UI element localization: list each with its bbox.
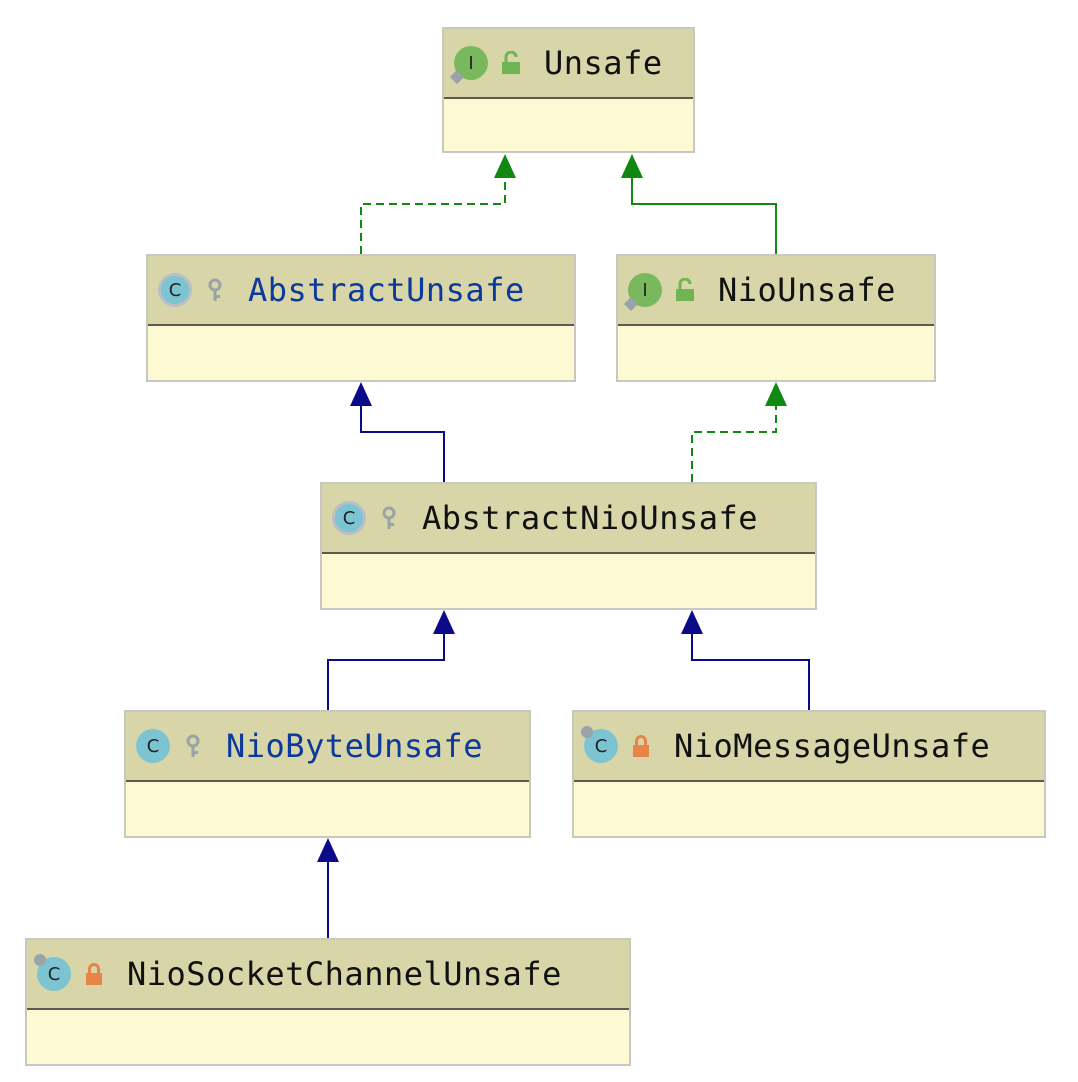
class-name: AbstractUnsafe (248, 271, 525, 309)
arrowhead-abstract-nio-unsafe (433, 610, 455, 634)
class-header: I NioUnsafe (618, 256, 934, 326)
interface-icon: I (449, 46, 488, 85)
class-box-nio-byte-unsafe[interactable]: C NioByteUnsafe (124, 710, 531, 838)
edge-nio-unsafe-to-unsafe (631, 158, 777, 254)
inner-class-icon (34, 954, 46, 966)
pin-icon (449, 69, 465, 85)
arrowhead-unsafe (494, 154, 516, 178)
arrowhead-abstract-unsafe (350, 382, 372, 406)
class-icon: C (34, 954, 71, 991)
interface-icon: I (623, 273, 662, 312)
lock-icon (83, 962, 105, 986)
class-icon: C (136, 729, 170, 763)
class-box-nio-message-unsafe[interactable]: C NioMessageUnsafe (572, 710, 1046, 838)
edge-abstract-nio-unsafe-to-abstract-unsafe (360, 386, 445, 482)
class-box-nio-unsafe[interactable]: I NioUnsafe (616, 254, 936, 382)
class-box-abstract-nio-unsafe[interactable]: C AbstractNioUnsafe (320, 482, 817, 610)
arrowhead-abstract-nio-unsafe (681, 610, 703, 634)
unlock-icon (500, 50, 522, 75)
key-icon (378, 506, 400, 530)
key-icon (182, 734, 204, 758)
edge-abstract-nio-unsafe-to-nio-unsafe (691, 386, 777, 482)
class-name: NioByteUnsafe (226, 727, 483, 765)
key-icon (204, 278, 226, 302)
class-box-abstract-unsafe[interactable]: C AbstractUnsafe (146, 254, 576, 382)
inner-class-icon (581, 726, 593, 738)
class-name: NioUnsafe (718, 271, 896, 309)
class-name: AbstractNioUnsafe (422, 499, 759, 537)
class-name: Unsafe (544, 44, 663, 82)
class-icon: C (158, 273, 192, 307)
class-header: C AbstractNioUnsafe (322, 484, 815, 554)
arrowhead-nio-unsafe (765, 382, 787, 406)
class-header: I Unsafe (444, 29, 693, 99)
class-header: C NioSocketChannelUnsafe (27, 940, 629, 1010)
class-header: C NioByteUnsafe (126, 712, 529, 782)
class-box-nio-socket-channel-unsafe[interactable]: C NioSocketChannelUnsafe (25, 938, 631, 1066)
class-header: C AbstractUnsafe (148, 256, 574, 326)
pin-icon (623, 296, 639, 312)
class-name: NioSocketChannelUnsafe (127, 955, 562, 993)
arrowhead-nio-byte-unsafe (317, 838, 339, 862)
class-icon: C (332, 501, 366, 535)
edge-nio-message-unsafe-to-abstract-nio-unsafe (691, 614, 810, 710)
unlock-icon (674, 277, 696, 302)
arrowhead-unsafe (621, 154, 643, 178)
class-box-unsafe[interactable]: I Unsafe (442, 27, 695, 153)
class-header: C NioMessageUnsafe (574, 712, 1044, 782)
edge-abstract-unsafe-to-unsafe (360, 158, 506, 254)
lock-icon (630, 734, 652, 758)
edge-nio-byte-unsafe-to-abstract-nio-unsafe (327, 614, 445, 710)
class-icon: C (581, 726, 618, 763)
class-name: NioMessageUnsafe (674, 727, 991, 765)
